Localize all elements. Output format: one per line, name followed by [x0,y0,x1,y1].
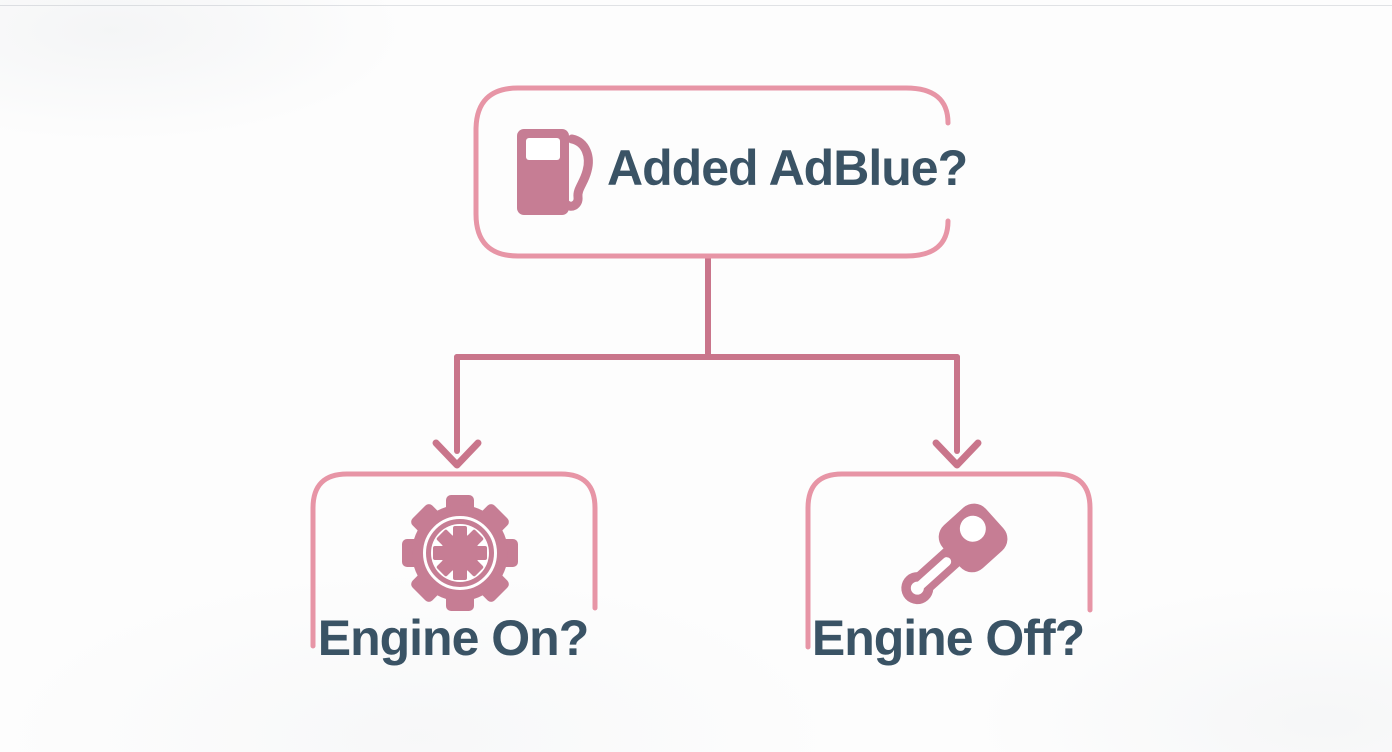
node-root-outline [473,85,951,259]
node-right-label: Engine Off? [811,610,1085,666]
gear-icon [402,495,518,611]
arrowhead-right-icon [932,439,982,469]
key-icon [901,503,1008,605]
arrowhead-left-icon [432,439,482,469]
node-right-outline [805,471,1093,650]
node-left-label: Engine On? [317,610,590,666]
node-left-outline [310,471,598,649]
connector-lines [432,254,982,469]
fuel-pump-icon [517,129,593,215]
node-root-label: Added AdBlue? [607,140,968,196]
